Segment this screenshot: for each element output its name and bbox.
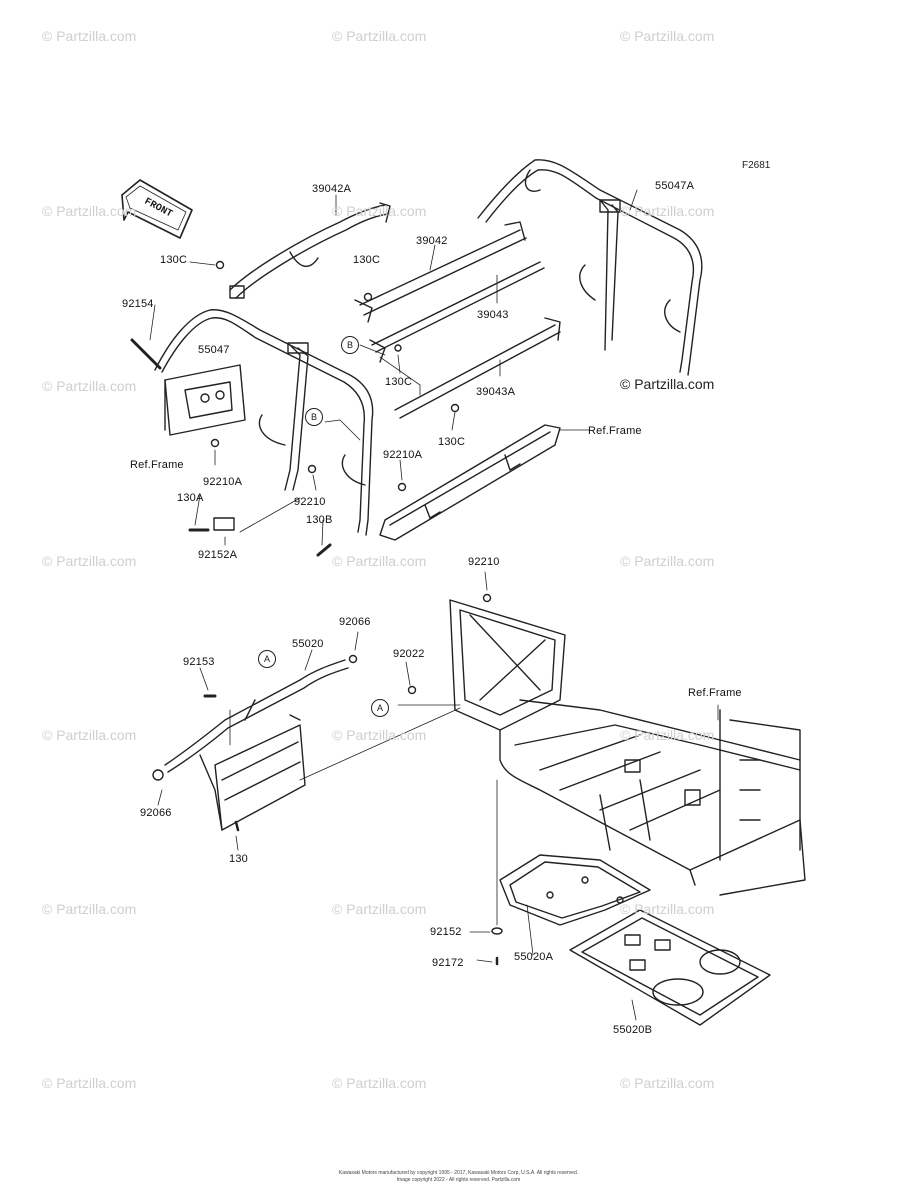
part-label: 39043A	[476, 386, 516, 398]
partzilla-brand: © Partzilla.com	[620, 376, 715, 392]
watermark: © Partzilla.com	[42, 553, 137, 569]
part-label: 92210	[294, 496, 326, 508]
watermark: © Partzilla.com	[42, 203, 137, 219]
part-label: 130C	[385, 376, 413, 388]
part-label: 92210	[468, 556, 500, 568]
bolt-92154	[130, 338, 162, 370]
main-frame	[449, 599, 806, 896]
watermark: © Partzilla.com	[620, 901, 715, 917]
skid-plate-55020A	[499, 854, 651, 926]
part-label: 92066	[140, 807, 172, 819]
figure-code: F2681	[742, 160, 771, 171]
nut-92210A-1	[210, 438, 220, 448]
callout-a: A	[258, 650, 276, 668]
bar-39043A	[394, 317, 561, 419]
callout-b: B	[341, 336, 359, 354]
part-label: 39043	[477, 309, 509, 321]
part-label: 55020	[292, 638, 324, 650]
part-label: 55047	[198, 344, 230, 356]
part-label: 130B	[306, 514, 333, 526]
part-label: 130C	[353, 254, 381, 266]
nut-130C-4	[450, 403, 460, 413]
part-label: 39042A	[312, 183, 352, 195]
part-label: Ref.Frame	[130, 459, 184, 471]
part-label: 92210A	[203, 476, 243, 488]
rear-roll-cage-55047A	[477, 159, 703, 376]
nut-130C-3	[394, 344, 402, 352]
watermark: © Partzilla.com	[42, 1075, 137, 1091]
part-label: 92152	[430, 926, 462, 938]
watermark: © Partzilla.com	[332, 901, 427, 917]
copyright-line: Image copyright 2022 - All rights reserv…	[396, 1177, 521, 1183]
front-roll-cage-55047	[154, 309, 374, 536]
part-label: 92022	[393, 648, 425, 660]
nut-130C-2	[363, 292, 373, 302]
lower-side-rail	[379, 424, 561, 541]
part-label: Ref.Frame	[588, 425, 642, 437]
watermark: © Partzilla.com	[42, 901, 137, 917]
nut-92210-1	[307, 464, 317, 474]
watermark: © Partzilla.com	[332, 28, 427, 44]
nut-92210-2	[482, 593, 492, 603]
plug-92066-1	[348, 654, 358, 664]
watermark: © Partzilla.com	[620, 1075, 715, 1091]
part-label: 39042	[416, 235, 448, 247]
part-label: 92066	[339, 616, 371, 628]
part-label: 130	[229, 853, 248, 865]
part-label: 55020A	[514, 951, 554, 963]
watermark: © Partzilla.com	[42, 727, 137, 743]
part-label: 92153	[183, 656, 215, 668]
part-label: 92152A	[198, 549, 238, 561]
part-label: 55020B	[613, 1024, 653, 1036]
watermark: © Partzilla.com	[332, 553, 427, 569]
part-label: 130C	[438, 436, 466, 448]
watermark: © Partzilla.com	[620, 727, 715, 743]
nut-130C-1	[215, 260, 225, 270]
grommet-92152	[491, 927, 503, 935]
part-label: 92210A	[383, 449, 423, 461]
nut-92210A-2	[397, 482, 407, 492]
watermark: © Partzilla.com	[620, 28, 715, 44]
watermark: © Partzilla.com	[332, 727, 427, 743]
bar-39042	[354, 221, 527, 323]
bolt-130	[234, 820, 240, 832]
watermark: © Partzilla.com	[332, 1075, 427, 1091]
part-label: 55047A	[655, 180, 695, 192]
washer-92022	[407, 685, 417, 695]
part-label: 130C	[160, 254, 188, 266]
bolt-130B	[316, 543, 332, 557]
watermark: © Partzilla.com	[42, 28, 137, 44]
pipe-92152A	[213, 517, 235, 531]
front-bracket	[164, 364, 246, 436]
watermark: © Partzilla.com	[332, 203, 427, 219]
bar-39043	[369, 261, 545, 363]
watermark: © Partzilla.com	[620, 553, 715, 569]
front-bumper-55020	[152, 659, 349, 831]
copyright-line: Kawasaki Motors manufactured by copyrigh…	[338, 1170, 579, 1176]
side-bar-39042A	[229, 202, 391, 299]
part-label: 130A	[177, 492, 204, 504]
watermark: © Partzilla.com	[42, 378, 137, 394]
part-label: 92172	[432, 957, 464, 969]
callout-b: B	[305, 408, 323, 426]
front-arrow-icon	[121, 179, 193, 239]
skid-plate-55020B	[569, 909, 771, 1026]
part-label: Ref.Frame	[688, 687, 742, 699]
part-label: 92154	[122, 298, 154, 310]
watermark: © Partzilla.com	[620, 203, 715, 219]
callout-a: A	[371, 699, 389, 717]
